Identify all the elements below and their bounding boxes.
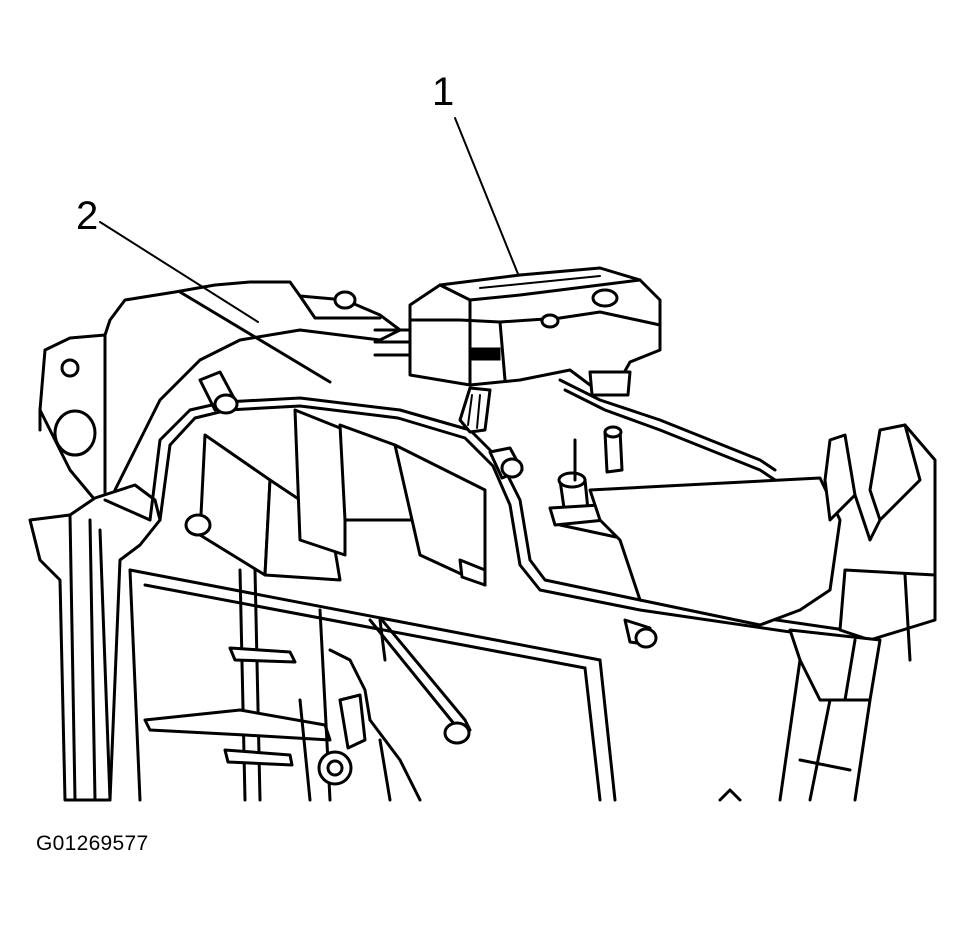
callout-2: 2 — [76, 194, 99, 238]
vacuum-tubes — [148, 370, 847, 649]
lower-linkage — [143, 608, 472, 802]
hvac-housing — [38, 280, 402, 502]
leader-line-1 — [454, 117, 519, 275]
actuator-assembly — [373, 266, 662, 434]
leader-lines — [99, 117, 519, 323]
air-door-plates — [184, 408, 487, 802]
right-duct — [588, 423, 937, 802]
callout-1: 1 — [432, 70, 455, 114]
figure-id: G01269577 — [36, 832, 149, 855]
housing-frame — [28, 483, 617, 802]
leader-line-2 — [99, 221, 259, 323]
